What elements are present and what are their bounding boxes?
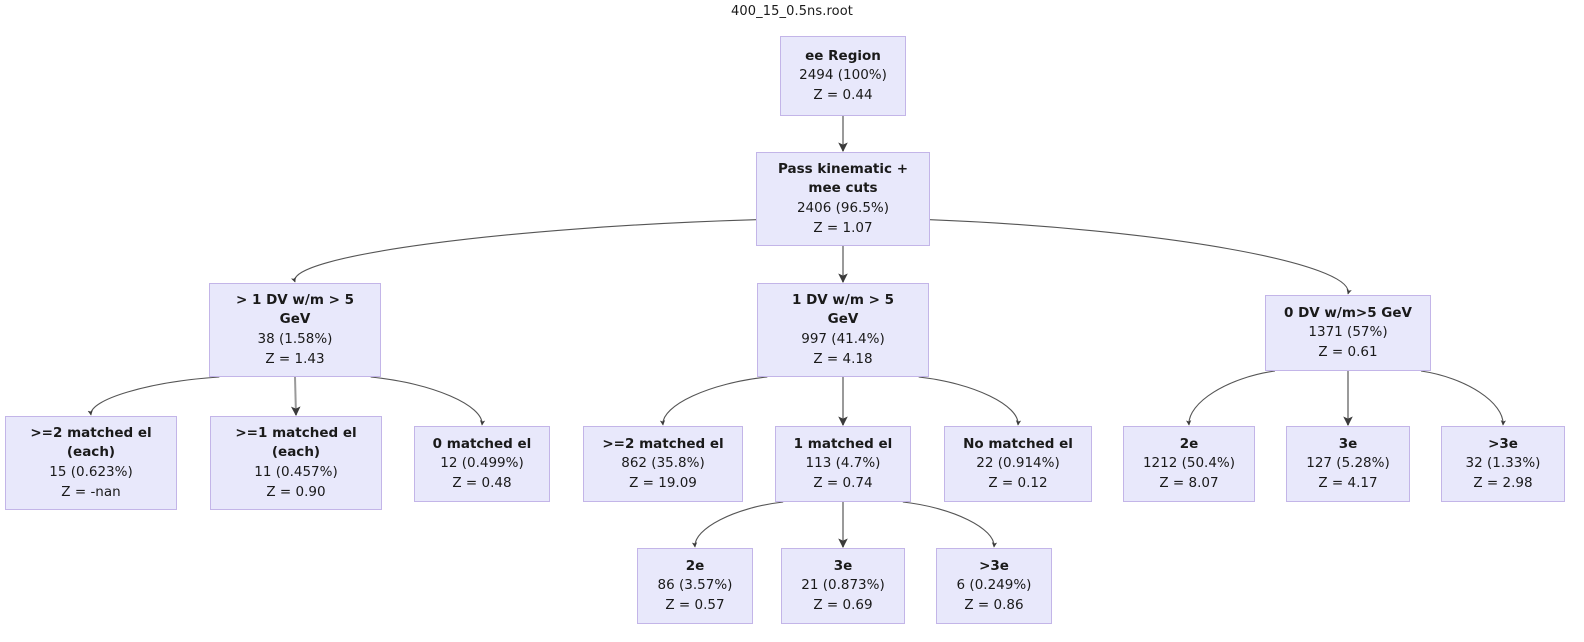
node-kin[interactable]: Pass kinematic + mee cuts 2406 (96.5%) Z =… (756, 152, 930, 246)
edge-one_matched-to-b_2e (691, 501, 784, 548)
node-label: >3e (979, 557, 1009, 574)
node-count: 2406 (96.5%) (796, 200, 890, 216)
edge-dv_1-to-ge2_matched (659, 376, 768, 426)
node-count: 32 (1.33%) (1465, 455, 1541, 472)
node-label: ee Region (805, 47, 881, 64)
node-ge2_matched[interactable]: >=2 matched el 862 (35.8%) Z = 19.09 (583, 426, 743, 502)
node-label: No matched el (963, 435, 1073, 452)
node-count: 113 (4.7%) (805, 455, 881, 472)
node-label: 2e (1179, 435, 1199, 452)
node-ge1_each[interactable]: >=1 matched el (each) 11 (0.457%) Z = 0.90 (210, 416, 382, 510)
node-b_gt3e[interactable]: >3e 6 (0.249%) Z = 0.86 (936, 548, 1052, 624)
node-count: 127 (5.28%) (1306, 455, 1390, 472)
node-significance: Z = 0.12 (988, 474, 1048, 491)
node-count: 862 (35.8%) (621, 455, 705, 472)
edge-dv_1-to-no_matched (918, 376, 1022, 426)
node-significance: Z = 0.57 (665, 596, 725, 613)
node-significance: Z = 8.07 (1159, 474, 1219, 491)
node-count: 6 (0.249%) (956, 577, 1032, 594)
node-count: 38 (1.58%) (257, 331, 333, 347)
node-label: 1 DV w/m > 5 GeV (791, 291, 895, 328)
node-no_matched[interactable]: No matched el 22 (0.914%) Z = 0.12 (944, 426, 1092, 502)
node-label: 1 matched el (793, 435, 893, 452)
node-count: 22 (0.914%) (976, 455, 1060, 472)
edge-kin-to-dv_gt1 (290, 219, 757, 283)
node-ge2_each[interactable]: >=2 matched el (each) 15 (0.623%) Z = -nan (5, 416, 177, 510)
node-significance: Z = 0.69 (813, 596, 873, 613)
node-one_matched[interactable]: 1 matched el 113 (4.7%) Z = 0.74 (775, 426, 911, 502)
node-dv_1[interactable]: 1 DV w/m > 5 GeV 997 (41.4%) Z = 4.18 (757, 283, 929, 377)
node-label: 0 DV w/m>5 GeV (1283, 304, 1412, 321)
node-b_2e[interactable]: 2e 86 (3.57%) Z = 0.57 (637, 548, 753, 624)
node-significance: Z = 0.48 (452, 474, 512, 491)
node-label: >=2 matched el (each) (30, 424, 152, 461)
node-significance: Z = 0.61 (1318, 343, 1378, 360)
node-label: 3e (833, 557, 853, 574)
edge-dv_0-to-r_gt3e (1420, 370, 1506, 426)
edge-one_matched-to-b_gt3e (902, 501, 998, 548)
edge-kin-to-dv_0 (929, 219, 1352, 295)
node-label: >3e (1488, 435, 1518, 452)
node-significance: Z = -nan (61, 483, 121, 500)
node-significance: Z = 0.86 (964, 596, 1024, 613)
node-label: >=2 matched el (602, 435, 724, 452)
node-count: 86 (3.57%) (657, 577, 733, 594)
node-root[interactable]: ee Region 2494 (100%) Z = 0.44 (780, 36, 906, 116)
node-zero_matched_a[interactable]: 0 matched el 12 (0.499%) Z = 0.48 (414, 426, 550, 502)
node-dv_0[interactable]: 0 DV w/m>5 GeV 1371 (57%) Z = 0.61 (1265, 295, 1431, 371)
node-count: 1212 (50.4%) (1142, 455, 1236, 472)
node-r_2e[interactable]: 2e 1212 (50.4%) Z = 8.07 (1123, 426, 1255, 502)
node-significance: Z = 1.07 (813, 219, 873, 236)
node-r_gt3e[interactable]: >3e 32 (1.33%) Z = 2.98 (1441, 426, 1565, 502)
node-significance: Z = 1.43 (265, 350, 325, 367)
node-label: 3e (1338, 435, 1358, 452)
page-title: 400_15_0.5ns.root (731, 4, 853, 19)
node-label: Pass kinematic + mee cuts (777, 160, 909, 197)
node-count: 997 (41.4%) (801, 331, 885, 347)
node-count: 1371 (57%) (1308, 324, 1388, 341)
node-significance: Z = 19.09 (629, 474, 697, 491)
node-label: 2e (685, 557, 705, 574)
node-count: 21 (0.873%) (801, 577, 885, 594)
node-significance: Z = 0.90 (266, 483, 326, 500)
node-count: 11 (0.457%) (254, 464, 338, 480)
node-dv_gt1[interactable]: > 1 DV w/m > 5 GeV 38 (1.58%) Z = 1.43 (209, 283, 381, 377)
edge-dv_gt1-to-zero_matched_a (370, 376, 486, 426)
node-label: > 1 DV w/m > 5 GeV (235, 291, 355, 328)
edge-dv_gt1-to-ge1_each (290, 376, 301, 417)
node-label: 0 matched el (432, 435, 532, 452)
node-significance: Z = 0.44 (813, 86, 873, 103)
node-significance: Z = 0.74 (813, 474, 873, 491)
edge-dv_0-to-r_2e (1186, 370, 1276, 426)
node-r_3e[interactable]: 3e 127 (5.28%) Z = 4.17 (1286, 426, 1410, 502)
node-count: 2494 (100%) (799, 67, 887, 84)
edge-dv_gt1-to-ge2_each (87, 376, 220, 416)
node-significance: Z = 2.98 (1473, 474, 1533, 491)
node-count: 12 (0.499%) (440, 455, 524, 472)
node-significance: Z = 4.18 (813, 350, 873, 367)
node-significance: Z = 4.17 (1318, 474, 1378, 491)
node-b_3e[interactable]: 3e 21 (0.873%) Z = 0.69 (781, 548, 905, 624)
node-label: >=1 matched el (each) (235, 424, 357, 461)
node-count: 15 (0.623%) (49, 464, 133, 480)
